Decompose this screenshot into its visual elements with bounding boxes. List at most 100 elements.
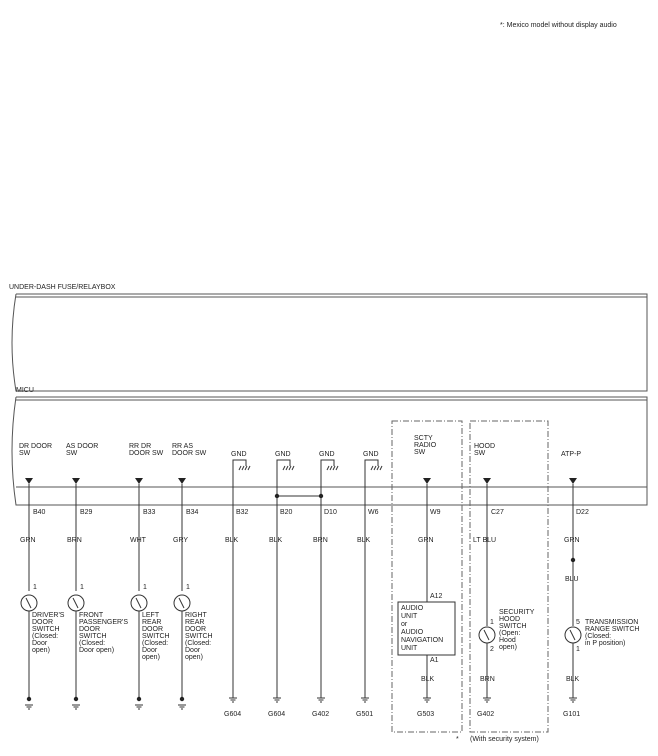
hood-label: HOOD [474,443,495,450]
input-component-4: (Closed: [185,640,211,647]
input-pin-3: B33 [143,509,156,516]
ground-pin-4: W6 [368,509,379,516]
micu-ground-2-hatch [285,465,289,471]
atp-switch-pin-5: 5 [576,619,580,626]
input-component-2: (Closed: [79,640,105,647]
input-component-4: SWITCH [185,633,213,640]
radio-pin: W9 [430,509,441,516]
hood-return-wire-color: BRN [480,676,495,683]
header-note: *: Mexico model without display audio [500,22,617,29]
input-switch-3-blade [135,597,142,609]
ground-wire-color-2: BLK [269,537,283,544]
input-component-4: RIGHT [185,612,208,619]
input-component-1: SWITCH [32,626,60,633]
atp-switch-pin-1: 1 [576,646,580,653]
input-component-2: DOOR [79,626,100,633]
radio-return-wire-color: BLK [421,676,435,683]
audio-unit-label: or [401,621,408,628]
audio-unit-label: UNIT [401,613,418,620]
ground-symbol-4 [361,697,369,703]
fusebox-module: UNDER-DASH FUSE/RELAYBOX [9,284,648,392]
atp-component: in P position) [585,640,625,647]
input-terminal-1 [26,696,32,702]
input-switch-pin-3: 1 [143,584,147,591]
ground-label-4: GND [363,451,379,458]
ground-id-4: G501 [356,711,373,718]
atp-component: RANGE SWITCH [585,626,639,633]
ground-symbol-2 [273,697,281,703]
micu-ground-1-hatch [247,465,251,471]
micu-ground-3-hatch [329,465,333,471]
atp-return-wire-color: BLK [566,676,580,683]
input-ground-3 [135,704,143,710]
input-wire-color-3: WHT [130,537,147,544]
input-label-4: DOOR SW [172,450,207,457]
input-switch-pin-1: 1 [33,584,37,591]
micu-ground-4-hatch [370,465,374,471]
hood-switch-pin-1: 1 [490,619,494,626]
micu-ground-4-hatch [379,465,383,471]
atp-component: (Closed: [585,633,611,640]
ground-wire-color-1: BLK [225,537,239,544]
input-component-3: SWITCH [142,633,170,640]
atp-label: ATP-P [561,451,581,458]
micu-ground-1-hatch [238,465,242,471]
audio-unit-label: AUDIO [401,605,424,612]
hood-component: (Open: [499,630,520,637]
hood-component: open) [499,644,517,651]
input-arrow-2 [72,478,80,484]
ground-pin-3: D10 [324,509,337,516]
input-component-1: (Closed: [32,633,58,640]
fusebox-label: UNDER-DASH FUSE/RELAYBOX [9,284,116,291]
micu-module: MICU [11,387,648,506]
input-wire-color-4: GRY [173,537,188,544]
ground-wire-color-4: BLK [357,537,371,544]
hood-note: (With security system) [470,736,539,743]
ground-wire-color-3: BRN [313,537,328,544]
micu-ground-2-hatch [291,465,295,471]
radio-wire-color: GRN [418,537,434,544]
input-component-4: REAR [185,619,204,626]
micu-ground-4 [364,459,379,505]
radio-unit-pin-bottom: A1 [430,657,439,664]
ground-label-3: GND [319,451,335,458]
input-pin-1: B40 [33,509,46,516]
audio-unit-label: UNIT [401,645,418,652]
input-component-3: Door [142,647,158,654]
ground-id-2: G604 [268,711,285,718]
input-component-3: (Closed: [142,640,168,647]
ground-symbol-1 [229,697,237,703]
input-component-1: open) [32,647,50,654]
input-component-2: PASSENGER'S [79,619,128,626]
input-component-3: DOOR [142,626,163,633]
input-arrow-1 [25,478,33,484]
input-pin-4: B34 [186,509,199,516]
ground-label-2: GND [275,451,291,458]
hood-component: SWITCH [499,623,527,630]
micu-ground-2-hatch [288,465,292,471]
ground-pin-1: B32 [236,509,249,516]
radio-note: * [456,736,459,743]
atp-mid-wire-color: BLU [565,576,579,583]
radio-arrow [423,478,431,484]
input-component-4: Door [185,647,201,654]
ground-label-1: GND [231,451,247,458]
ground-id-3: G402 [312,711,329,718]
radio-label: SW [414,449,426,456]
ground-bridge-dot-2 [318,493,324,499]
micu-ground-1-hatch [241,465,245,471]
input-component-2: SWITCH [79,633,107,640]
atp-arrow [569,478,577,484]
hood-label: SW [474,450,486,457]
input-label-3: DOOR SW [129,450,164,457]
micu-ground-3-hatch [335,465,339,471]
radio-group-box [391,420,463,733]
input-component-3: LEFT [142,612,160,619]
micu-ground-3-hatch [332,465,336,471]
radio-ground-id: G503 [417,711,434,718]
input-label-4: RR AS [172,443,193,450]
radio-ground-symbol [423,697,431,703]
input-terminal-3 [136,696,142,702]
input-switch-pin-4: 1 [186,584,190,591]
input-component-1: DOOR [32,619,53,626]
